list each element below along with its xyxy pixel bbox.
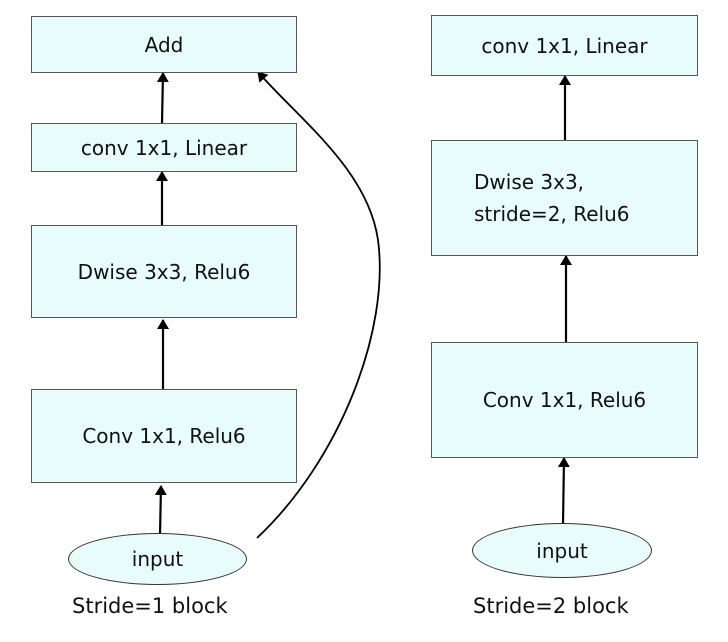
input-label-right: input (536, 538, 588, 563)
dwise-relu6-node-left: Dwise 3x3, Relu6 (31, 225, 297, 318)
stride2-caption: Stride=2 block (473, 594, 629, 618)
arrow-input-to-conv1x1-left (154, 485, 167, 536)
conv1x1-relu6-label-left: Conv 1x1, Relu6 (82, 424, 246, 448)
conv1x1-relu6-label-right: Conv 1x1, Relu6 (482, 388, 647, 412)
input-label-left: input (131, 547, 184, 571)
stride1-caption: Stride=1 block (72, 594, 228, 618)
add-node: Add (31, 16, 297, 73)
input-node-left: input (68, 533, 247, 585)
dwise-stride2-label: Dwise 3x3, stride=2, Relu6 (474, 166, 630, 230)
dwise-stride2-line1: Dwise 3x3, (474, 170, 585, 194)
conv1x1-linear-label-left: conv 1x1, Linear (80, 135, 248, 160)
dwise-stride2-node: Dwise 3x3, stride=2, Relu6 (431, 140, 698, 256)
conv1x1-relu6-node-right: Conv 1x1, Relu6 (431, 342, 698, 458)
arrow-linear-to-add (156, 72, 169, 124)
dwise-stride2-line2: stride=2, Relu6 (474, 202, 630, 226)
conv1x1-linear-node-right: conv 1x1, Linear (431, 15, 698, 76)
add-node-label: Add (144, 32, 184, 57)
input-node-right: input (472, 523, 652, 578)
arrow-input-to-conv1x1-right (557, 457, 570, 526)
dwise-relu6-label-left: Dwise 3x3, Relu6 (77, 259, 251, 284)
conv1x1-relu6-node-left: Conv 1x1, Relu6 (31, 389, 297, 483)
residual-shortcut-arrow (256, 71, 381, 539)
conv1x1-linear-label-right: conv 1x1, Linear (481, 33, 648, 58)
conv1x1-linear-node-left: conv 1x1, Linear (31, 123, 297, 172)
